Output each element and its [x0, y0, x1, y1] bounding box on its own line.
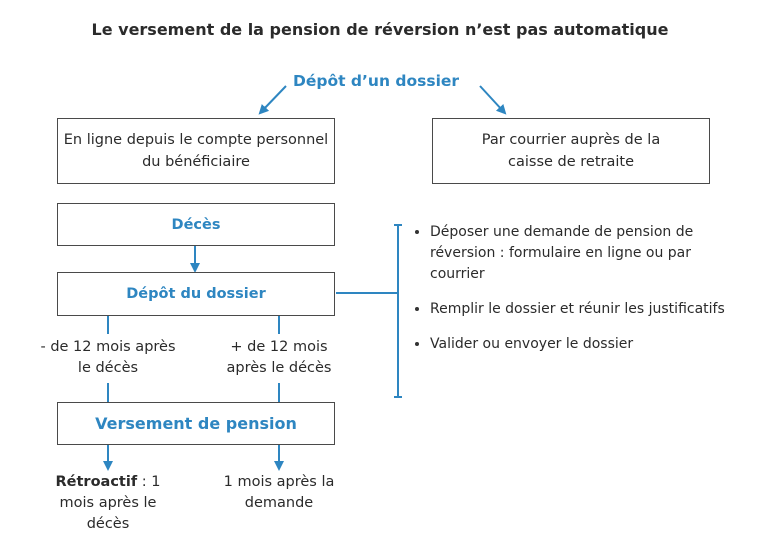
branch-right-label: + de 12 mois après le décès [226, 339, 332, 376]
versement-text: Versement de pension [95, 413, 297, 433]
diagram-title: Le versement de la pension de réversion … [91, 20, 669, 39]
branch-left-label: - de 12 mois après le décès [40, 339, 176, 376]
versement-box: Versement de pension [57, 402, 335, 445]
steps-list: Déposer une demande de pension de révers… [410, 222, 740, 369]
arrow-to-online [258, 85, 287, 115]
depot-heading: Dépôt d’un dossier [293, 72, 460, 90]
result-left-bold: Rétroactif [55, 474, 138, 490]
result-left: Rétroactif : 1 mois après le décès [40, 472, 176, 535]
option-online-text: En ligne depuis le compte personnel du b… [63, 132, 329, 170]
option-online-box: En ligne depuis le compte personnel du b… [57, 118, 335, 184]
step-item: Remplir le dossier et réunir les justifi… [430, 299, 740, 320]
option-mail-text: Par courrier auprès de la caisse de retr… [481, 132, 661, 170]
result-left-rest: : 1 mois après le décès [59, 474, 161, 532]
deces-text: Décès [171, 216, 221, 233]
deces-box: Décès [57, 203, 335, 246]
option-mail-box: Par courrier auprès de la caisse de retr… [432, 118, 710, 184]
arrow-to-mail [479, 85, 507, 115]
step-item: Déposer une demande de pension de révers… [430, 222, 740, 285]
result-right: 1 mois après la demande [223, 474, 335, 511]
depot-text: Dépôt du dossier [126, 286, 266, 302]
step-item: Valider ou envoyer le dossier [430, 334, 740, 355]
depot-box: Dépôt du dossier [57, 272, 335, 316]
